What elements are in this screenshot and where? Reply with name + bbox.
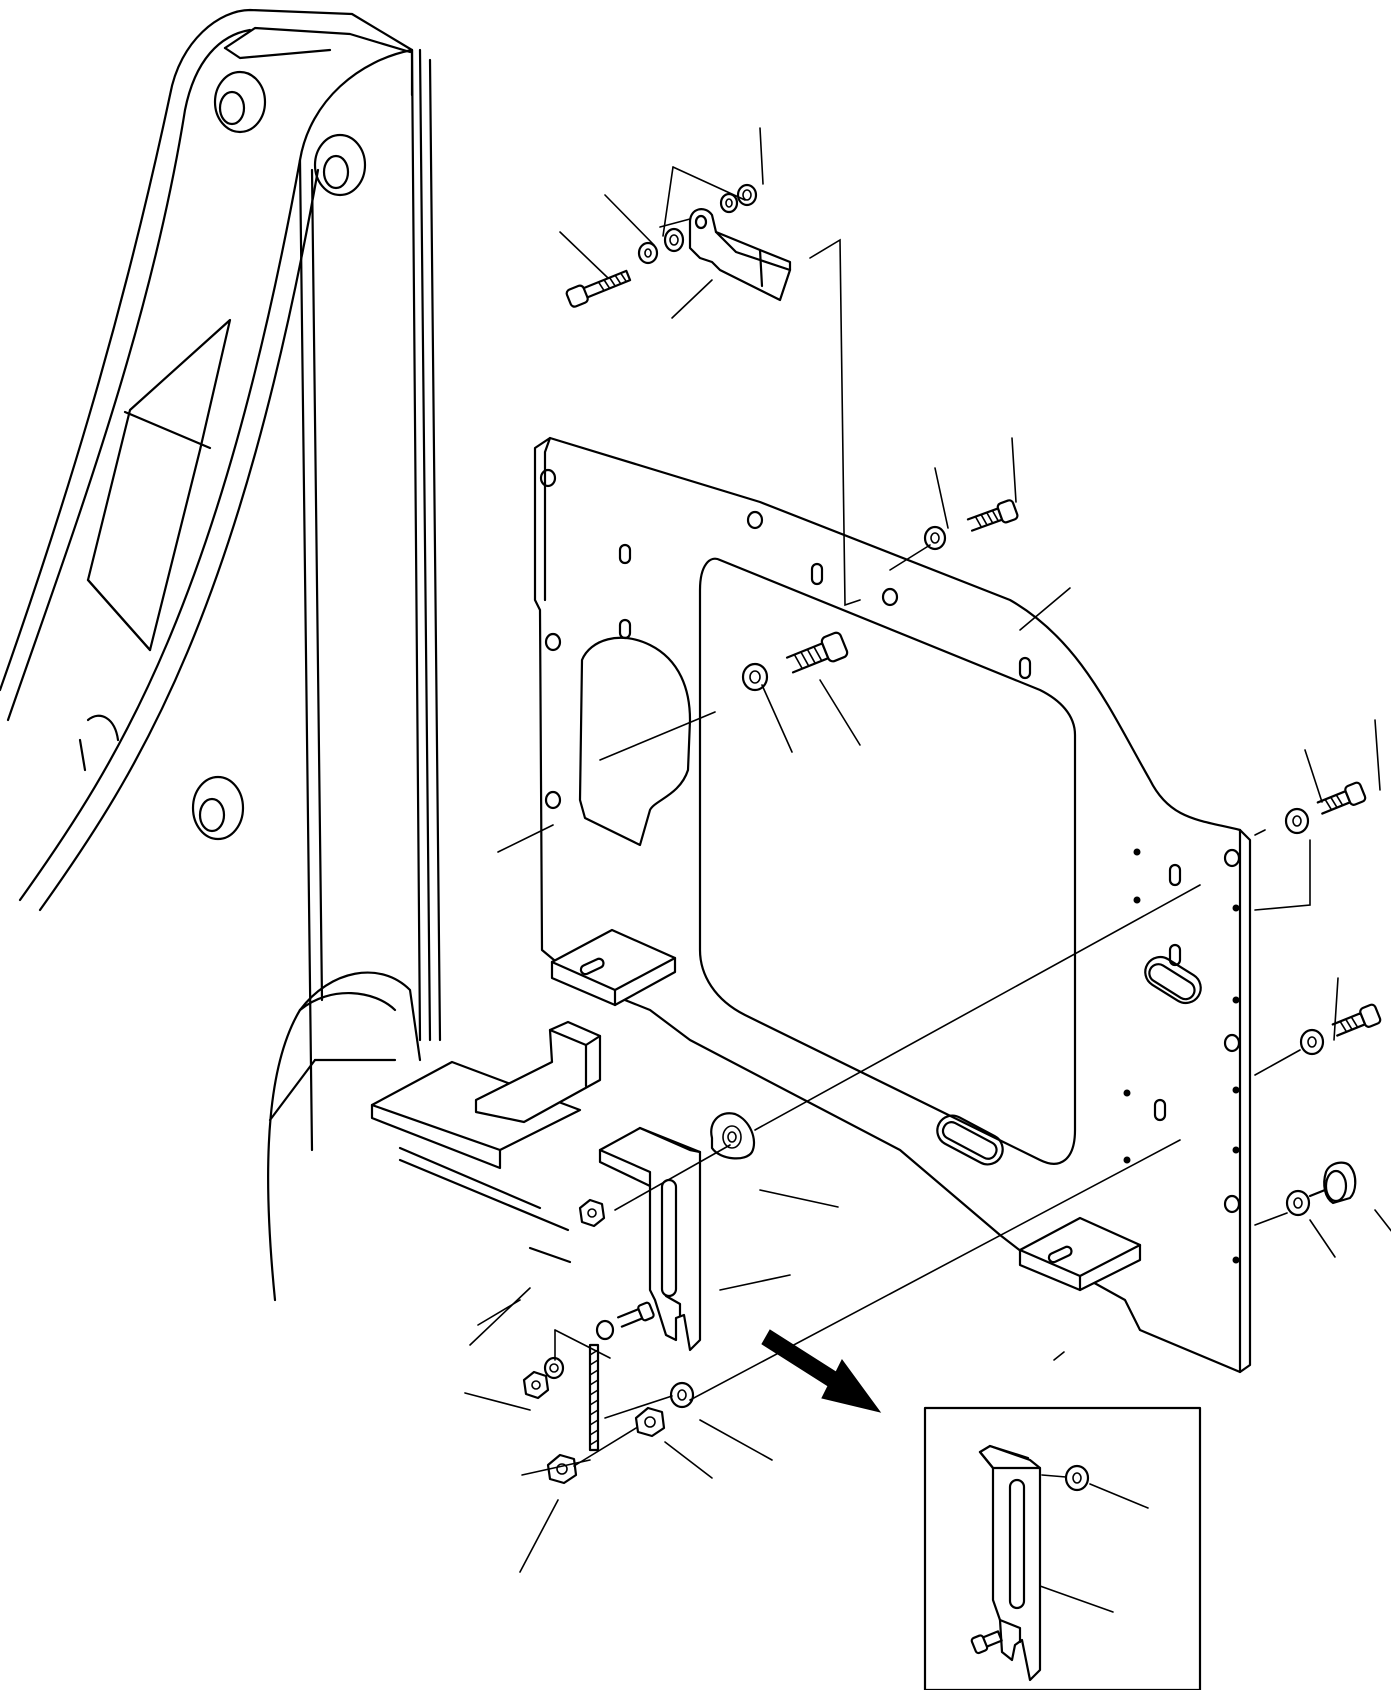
detail-inset xyxy=(923,1406,1202,1690)
l-bracket xyxy=(598,1126,702,1352)
assembly-lines xyxy=(554,166,1311,1467)
loader-arm-frame xyxy=(0,8,442,1302)
leader-lines xyxy=(464,127,1391,1573)
hinge-bracket xyxy=(688,208,792,302)
mounting-plate xyxy=(533,436,1252,1374)
detail-arrow xyxy=(761,1329,882,1413)
bracket-shelf xyxy=(370,1020,602,1264)
fasteners xyxy=(522,183,1382,1485)
